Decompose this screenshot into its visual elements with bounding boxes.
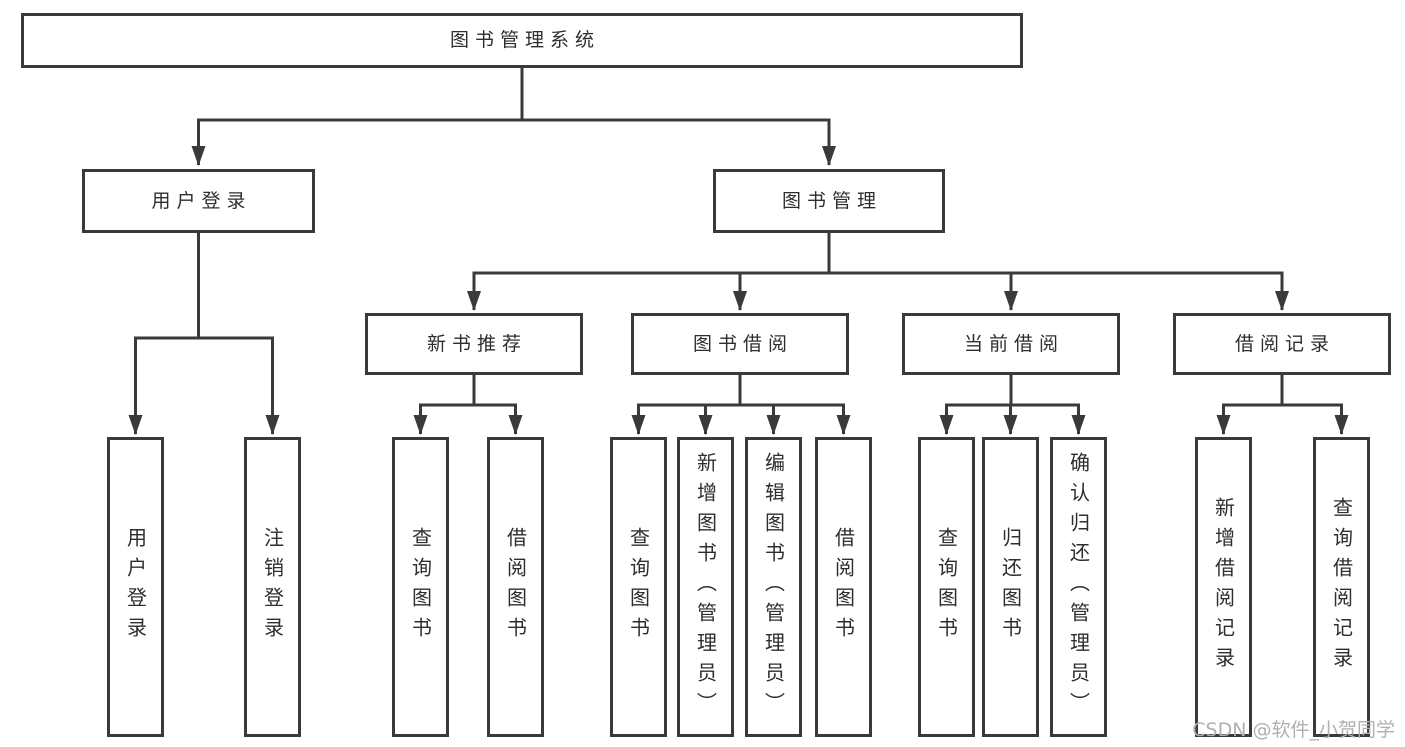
node-borrow-records: 借阅记录	[1173, 313, 1391, 375]
leaf-logout: 注销登录	[244, 437, 301, 737]
node-label: 借阅记录	[1234, 332, 1335, 355]
leaf-label: 编辑图书（管理员）	[761, 452, 786, 722]
leaf-add-books-admin: 新增图书（管理员）	[677, 437, 734, 737]
node-new-book-recommend: 新书推荐	[365, 313, 583, 375]
leaf-return-books: 归还图书	[982, 437, 1039, 737]
connector-user-login-split	[128, 336, 280, 435]
leaf-label: 查询图书	[408, 527, 433, 647]
leaf-label: 用户登录	[123, 527, 148, 647]
connector-current-borrow-split	[939, 403, 1086, 435]
leaf-label: 归还图书	[998, 527, 1023, 647]
node-label: 当前借阅	[963, 332, 1064, 355]
leaf-label: 新增借阅记录	[1211, 497, 1236, 677]
node-current-borrow: 当前借阅	[902, 313, 1120, 375]
node-user-login: 用户登录	[82, 169, 315, 233]
node-label: 图书管理	[781, 189, 882, 212]
leaf-borrow-books: 借阅图书	[815, 437, 872, 737]
node-label: 新书推荐	[426, 332, 527, 355]
node-book-management: 图书管理	[713, 169, 945, 233]
leaf-borrow-books-recommend: 借阅图书	[487, 437, 544, 737]
node-label: 图书管理系统	[449, 29, 600, 51]
leaf-label: 确认归还（管理员）	[1066, 452, 1091, 722]
leaf-query-books-recommend: 查询图书	[392, 437, 449, 737]
leaf-label: 查询借阅记录	[1329, 497, 1354, 677]
connector-book-borrow-split	[631, 403, 851, 435]
leaf-label: 查询图书	[626, 527, 651, 647]
connector-root-split	[191, 118, 836, 166]
node-system-root: 图书管理系统	[21, 13, 1023, 68]
connector-borrow-records-split	[1216, 403, 1349, 435]
leaf-query-borrow-record: 查询借阅记录	[1313, 437, 1370, 737]
leaf-label: 借阅图书	[503, 527, 528, 647]
connector-new-book-split	[413, 403, 523, 435]
leaf-add-borrow-record: 新增借阅记录	[1195, 437, 1252, 737]
node-book-borrow: 图书借阅	[631, 313, 849, 375]
leaf-query-books-borrow: 查询图书	[610, 437, 667, 737]
leaf-edit-books-admin: 编辑图书（管理员）	[745, 437, 802, 737]
leaf-user-login: 用户登录	[107, 437, 164, 737]
node-label: 用户登录	[151, 189, 252, 212]
connector-book-management-split	[467, 271, 1289, 311]
leaf-label: 注销登录	[260, 527, 285, 647]
leaf-label: 借阅图书	[831, 527, 856, 647]
watermark: CSDN @软件_小贺同学	[1192, 719, 1395, 741]
leaf-confirm-return-admin: 确认归还（管理员）	[1050, 437, 1107, 737]
leaf-label: 新增图书（管理员）	[693, 452, 718, 722]
node-label: 图书借阅	[692, 332, 793, 355]
leaf-query-books-current: 查询图书	[918, 437, 975, 737]
leaf-label: 查询图书	[934, 527, 959, 647]
